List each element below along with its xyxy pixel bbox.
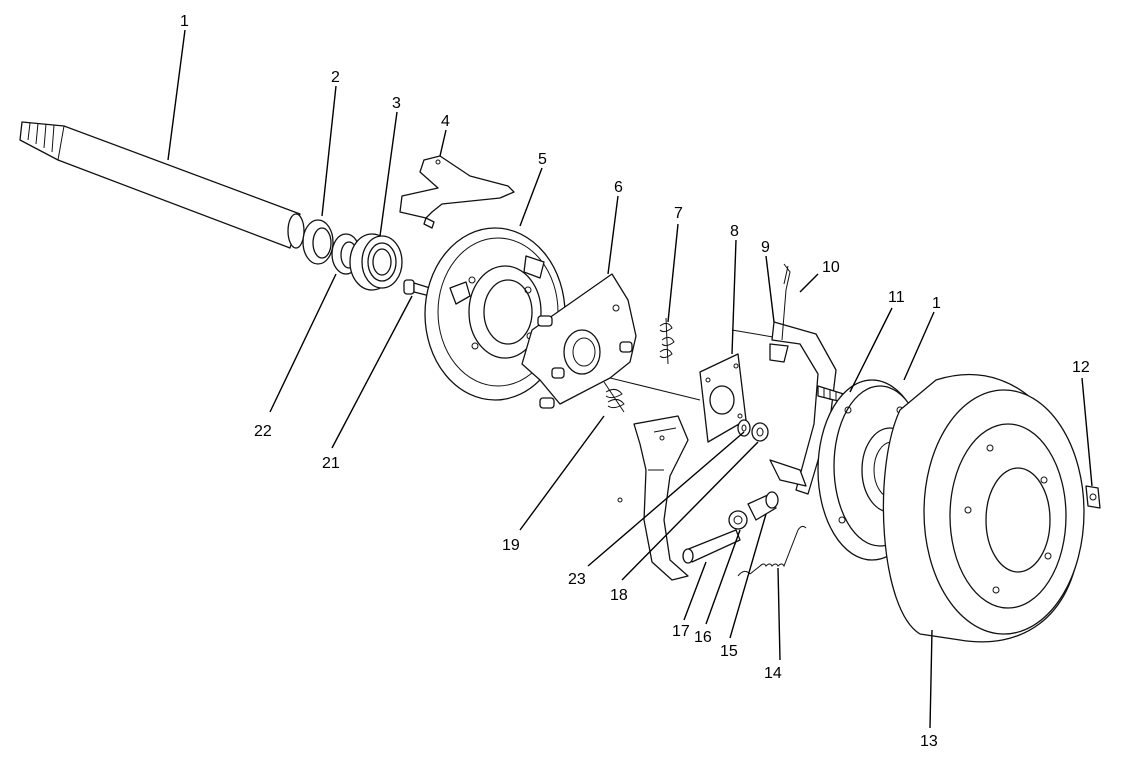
square-plate [699, 353, 747, 443]
callout-22: 22 [254, 423, 272, 440]
brake-drum [882, 373, 1085, 643]
callout-8: 8 [730, 223, 739, 240]
anchor-plate [521, 273, 637, 409]
spring-lower [603, 381, 625, 413]
callout-12: 12 [1072, 359, 1090, 376]
callout-10: 10 [822, 259, 840, 276]
nut [751, 422, 769, 442]
callout-11: 11 [888, 289, 905, 306]
axle-shaft [19, 121, 305, 249]
adjuster-screw [682, 529, 741, 564]
adjuster-spring [737, 525, 807, 577]
callout-17: 17 [672, 623, 690, 640]
clip [1085, 485, 1101, 509]
callout-18: 18 [610, 587, 628, 604]
callout-16: 16 [694, 629, 712, 646]
washer [737, 419, 751, 437]
callout-19: 19 [502, 537, 520, 554]
callout-14: 14 [764, 665, 782, 682]
callout-6: 6 [614, 179, 623, 196]
adjuster-socket [747, 491, 779, 521]
callout-1: 1 [180, 13, 189, 30]
callout-21: 21 [322, 455, 340, 472]
callout-23: 23 [568, 571, 586, 588]
callout-4: 4 [441, 113, 450, 130]
bolt [403, 279, 431, 297]
callout-3: 3 [392, 95, 401, 112]
callout-13: 13 [920, 733, 938, 750]
bearing [349, 233, 403, 291]
brake-shoe-front [617, 415, 689, 581]
callout-labels: 1 2 3 4 5 6 7 8 9 10 11 1 12 13 14 15 16… [180, 13, 1090, 750]
star-wheel [728, 510, 748, 530]
callout-15: 15 [720, 643, 738, 660]
callout-2: 2 [331, 69, 340, 86]
callout-9: 9 [761, 239, 770, 256]
spring-upper [659, 317, 675, 365]
seal [302, 219, 334, 265]
callout-7: 7 [674, 205, 683, 222]
lever-bracket [399, 155, 515, 229]
leader-lines [167, 29, 1093, 729]
callout-1-hub: 1 [932, 295, 941, 312]
callout-5: 5 [538, 151, 547, 168]
pin [781, 263, 791, 341]
